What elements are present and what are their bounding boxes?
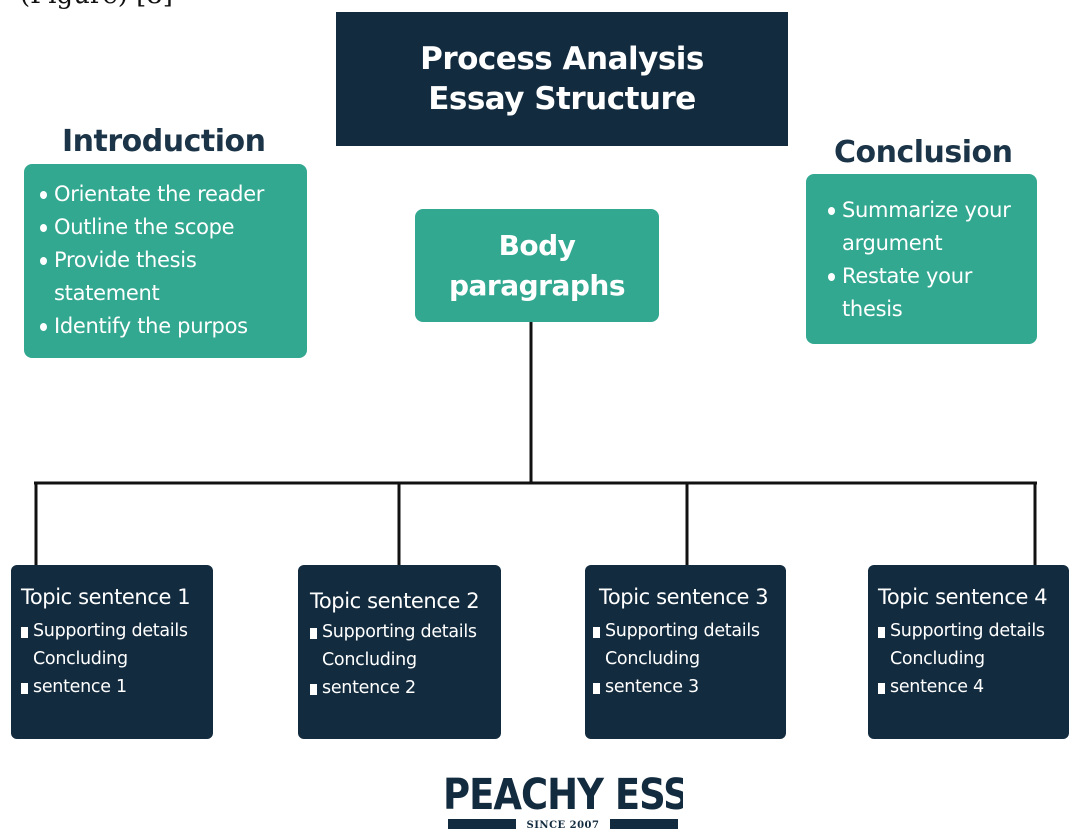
topic-box-2: Topic sentence 2 Supporting details Conc…: [298, 565, 501, 739]
topic-title: Topic sentence 3: [599, 585, 769, 609]
topic-line: Concluding: [890, 649, 985, 669]
topic-line: Supporting details: [21, 617, 203, 645]
topic-lines: Supporting details Concluding sentence 2: [310, 618, 491, 702]
peachy-essay-logo: PEACHY ESSAY SINCE 2007: [443, 770, 683, 832]
introduction-box: Orientate the reader Outline the scope P…: [24, 164, 307, 358]
introduction-list: Orientate the reader Outline the scope P…: [38, 178, 297, 343]
introduction-heading: Introduction: [62, 124, 266, 159]
topic-line: Supporting details: [878, 617, 1059, 645]
topic-title: Topic sentence 1: [21, 585, 191, 609]
topic-line: sentence 1: [21, 673, 203, 701]
logo-since: SINCE 2007: [516, 819, 610, 832]
topic-lines: Supporting details Concluding sentence 1: [21, 617, 203, 701]
introduction-item: Identify the purpos: [38, 310, 297, 343]
topic-box-1: Topic sentence 1 Supporting details Conc…: [11, 565, 213, 739]
topic-line: Supporting details: [310, 618, 491, 646]
introduction-item: Provide thesis statement: [38, 244, 204, 310]
topic-line: sentence 4: [878, 673, 1059, 701]
topic-line: sentence 3: [593, 673, 776, 701]
topic-box-4: Topic sentence 4 Supporting details Conc…: [868, 565, 1069, 739]
conclusion-heading: Conclusion: [834, 135, 1013, 170]
conclusion-item: Restate your thesis: [826, 260, 992, 326]
introduction-item: Outline the scope: [38, 211, 297, 244]
topic-title: Topic sentence 2: [310, 589, 480, 613]
diagram-title: Process Analysis Essay Structure: [420, 40, 704, 117]
introduction-item: Orientate the reader: [38, 178, 297, 211]
topic-line: Concluding: [605, 649, 700, 669]
topic-line: Concluding: [322, 650, 417, 670]
diagram-title-box: Process Analysis Essay Structure: [336, 12, 788, 146]
conclusion-list: Summarize your argument Restate your the…: [826, 194, 1027, 326]
page-caption-fragment: (Figure) [8]: [20, 0, 340, 10]
topic-title: Topic sentence 4: [878, 585, 1048, 609]
topic-line: sentence 2: [310, 674, 491, 702]
conclusion-box: Summarize your argument Restate your the…: [806, 174, 1037, 344]
conclusion-item: Summarize your argument: [826, 194, 1022, 260]
topic-line: Concluding: [33, 649, 128, 669]
topic-lines: Supporting details Concluding sentence 3: [593, 617, 776, 701]
topic-lines: Supporting details Concluding sentence 4: [878, 617, 1059, 701]
topic-line: Supporting details: [593, 617, 776, 645]
topic-box-3: Topic sentence 3 Supporting details Conc…: [585, 565, 786, 739]
body-paragraphs-box: Body paragraphs: [415, 209, 659, 322]
body-paragraphs-label: Body paragraphs: [448, 228, 626, 302]
logo-wordmark: PEACHY ESSAY: [443, 770, 683, 820]
